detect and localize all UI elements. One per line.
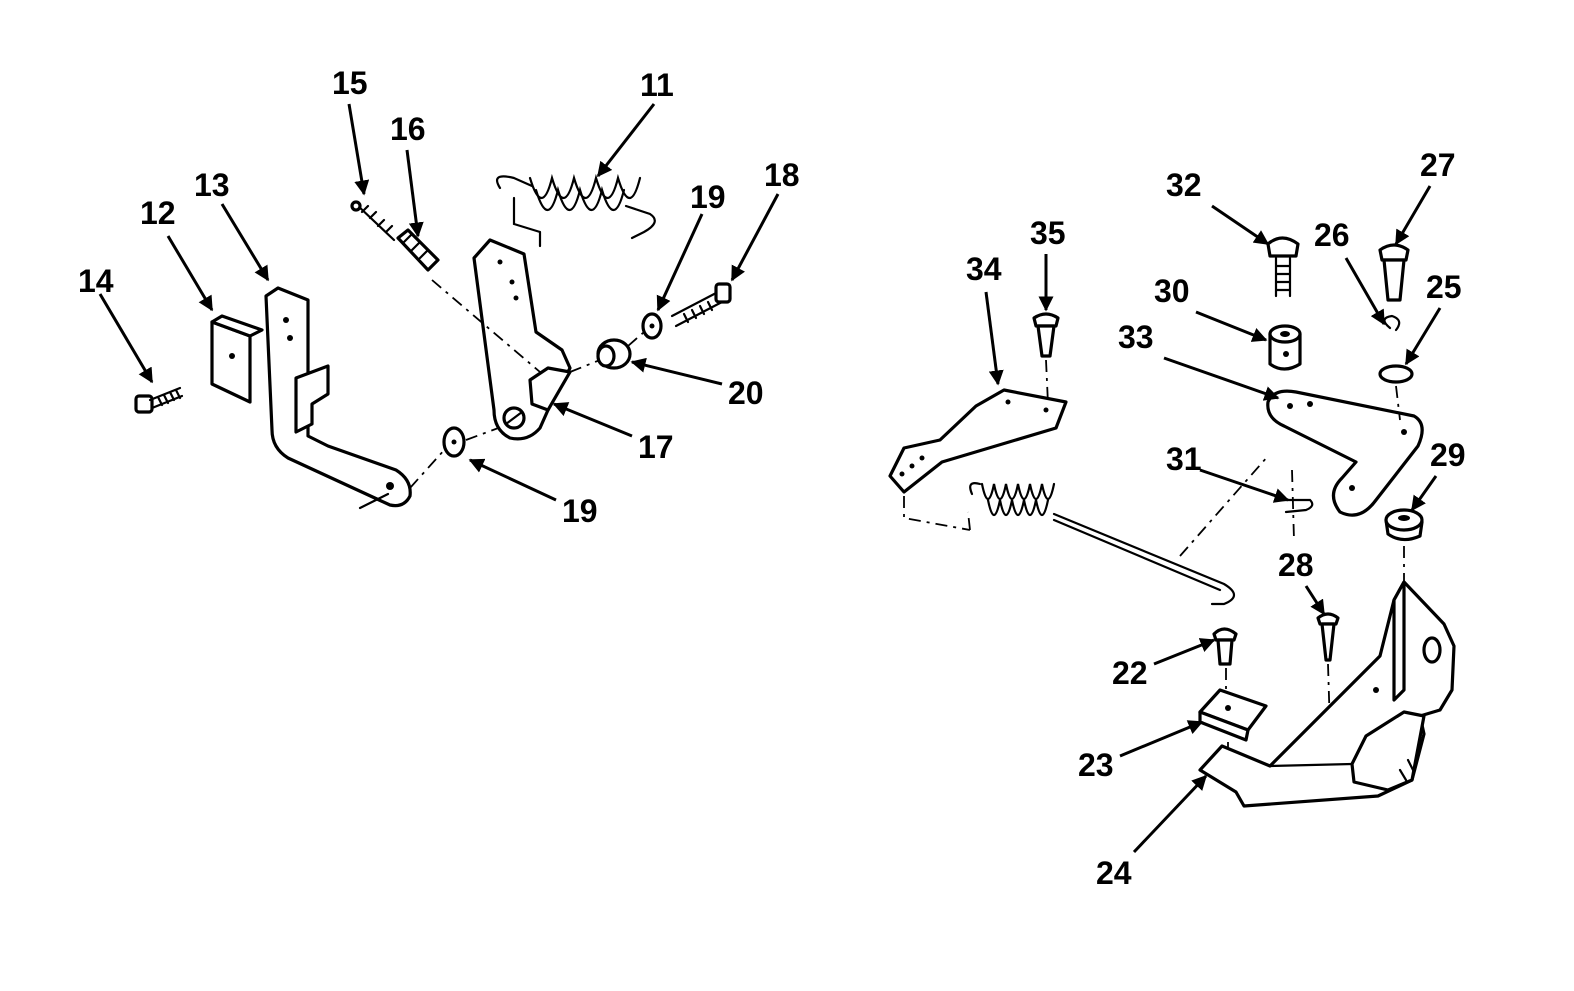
callout-11: 11 [640,67,674,103]
part-28-pin [1316,612,1340,731]
callout-12: 12 [140,195,176,231]
part-23-nut-plate [1198,688,1268,760]
part-32-bolt [1266,236,1300,298]
part-19-washer-lower [442,426,466,458]
part-30-collar [1268,324,1302,371]
callout-27: 27 [1420,147,1456,183]
part-11-spring [496,173,656,248]
callout-15: 15 [332,65,368,101]
part-17-lever [472,238,572,441]
part-13-bracket [264,286,412,510]
callout-18: 18 [764,157,800,193]
callout-35: 35 [1030,215,1066,251]
callout-17: 17 [638,429,674,465]
callout-20: 20 [728,375,764,411]
callout-22: 22 [1112,655,1148,691]
callout-13: 13 [194,167,230,203]
part-29-nut [1384,508,1424,584]
part-24-main-bracket [1198,580,1456,808]
callout-14: 14 [78,263,114,299]
part-19-washer-upper [641,312,663,340]
part-34-bracket [888,388,1068,494]
part-15-screw [350,200,396,242]
part-31-clip [1274,469,1314,541]
part-20-spacer [596,338,632,370]
leader-lines [98,103,1442,854]
callout-31: 31 [1166,441,1202,477]
callout-32: 32 [1166,167,1202,203]
callout-23: 23 [1078,747,1114,783]
callout-29: 29 [1430,437,1466,473]
callout-19-upper: 19 [690,179,726,215]
part-25-washer [1378,364,1414,421]
callout-26: 26 [1314,217,1350,253]
part-16-spring [396,228,440,272]
callout-25: 25 [1426,269,1462,305]
part-26-clip [1383,314,1401,332]
part-22-screw [1212,627,1238,700]
callout-33: 33 [1118,319,1154,355]
part-18-bolt [670,282,732,328]
callout-28: 28 [1278,547,1314,583]
part-35-screw [1032,312,1060,405]
part-27-pin [1378,243,1410,302]
callout-34: 34 [966,251,1002,287]
part-33-plate [1266,389,1424,517]
part-12-clip [210,314,264,404]
part-14-screw [134,386,184,414]
tension-spring [969,482,1236,606]
callout-30: 30 [1154,273,1190,309]
callout-16: 16 [390,111,426,147]
callout-19-lower: 19 [562,493,598,529]
callout-24: 24 [1096,855,1132,891]
